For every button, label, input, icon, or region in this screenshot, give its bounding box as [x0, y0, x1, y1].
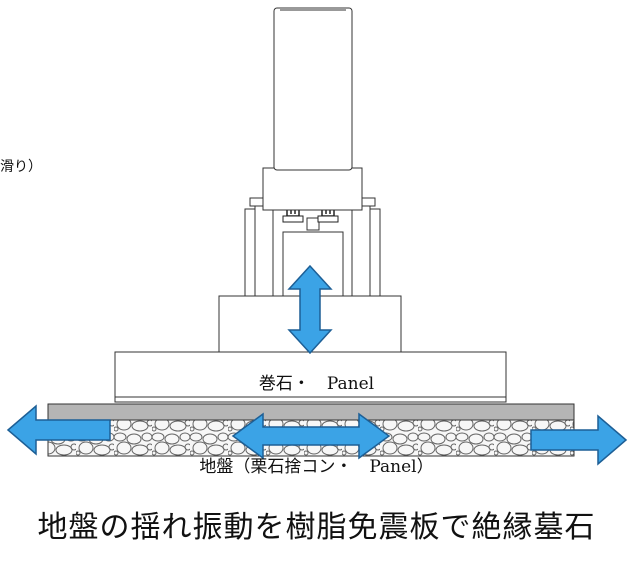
top-stone	[262, 7, 363, 211]
right-arrow	[530, 414, 628, 466]
ground-slab	[47, 403, 575, 421]
top-stone-collar	[262, 167, 363, 211]
left-arrow	[6, 404, 111, 456]
side-note-fragment: 滑り）	[0, 159, 42, 175]
diagram-caption: 地盤の揺れ振動を樹脂免震板で絶縁墓石	[37, 510, 596, 545]
ground-label: 地盤（栗石捨コン・ Panel）	[199, 457, 434, 477]
center-arrow	[231, 412, 391, 460]
base-stone-label: 巻石・ Panel	[258, 374, 375, 394]
top-stone-body	[273, 7, 353, 171]
offering-box	[306, 217, 320, 231]
vertical-arrow	[287, 264, 333, 355]
